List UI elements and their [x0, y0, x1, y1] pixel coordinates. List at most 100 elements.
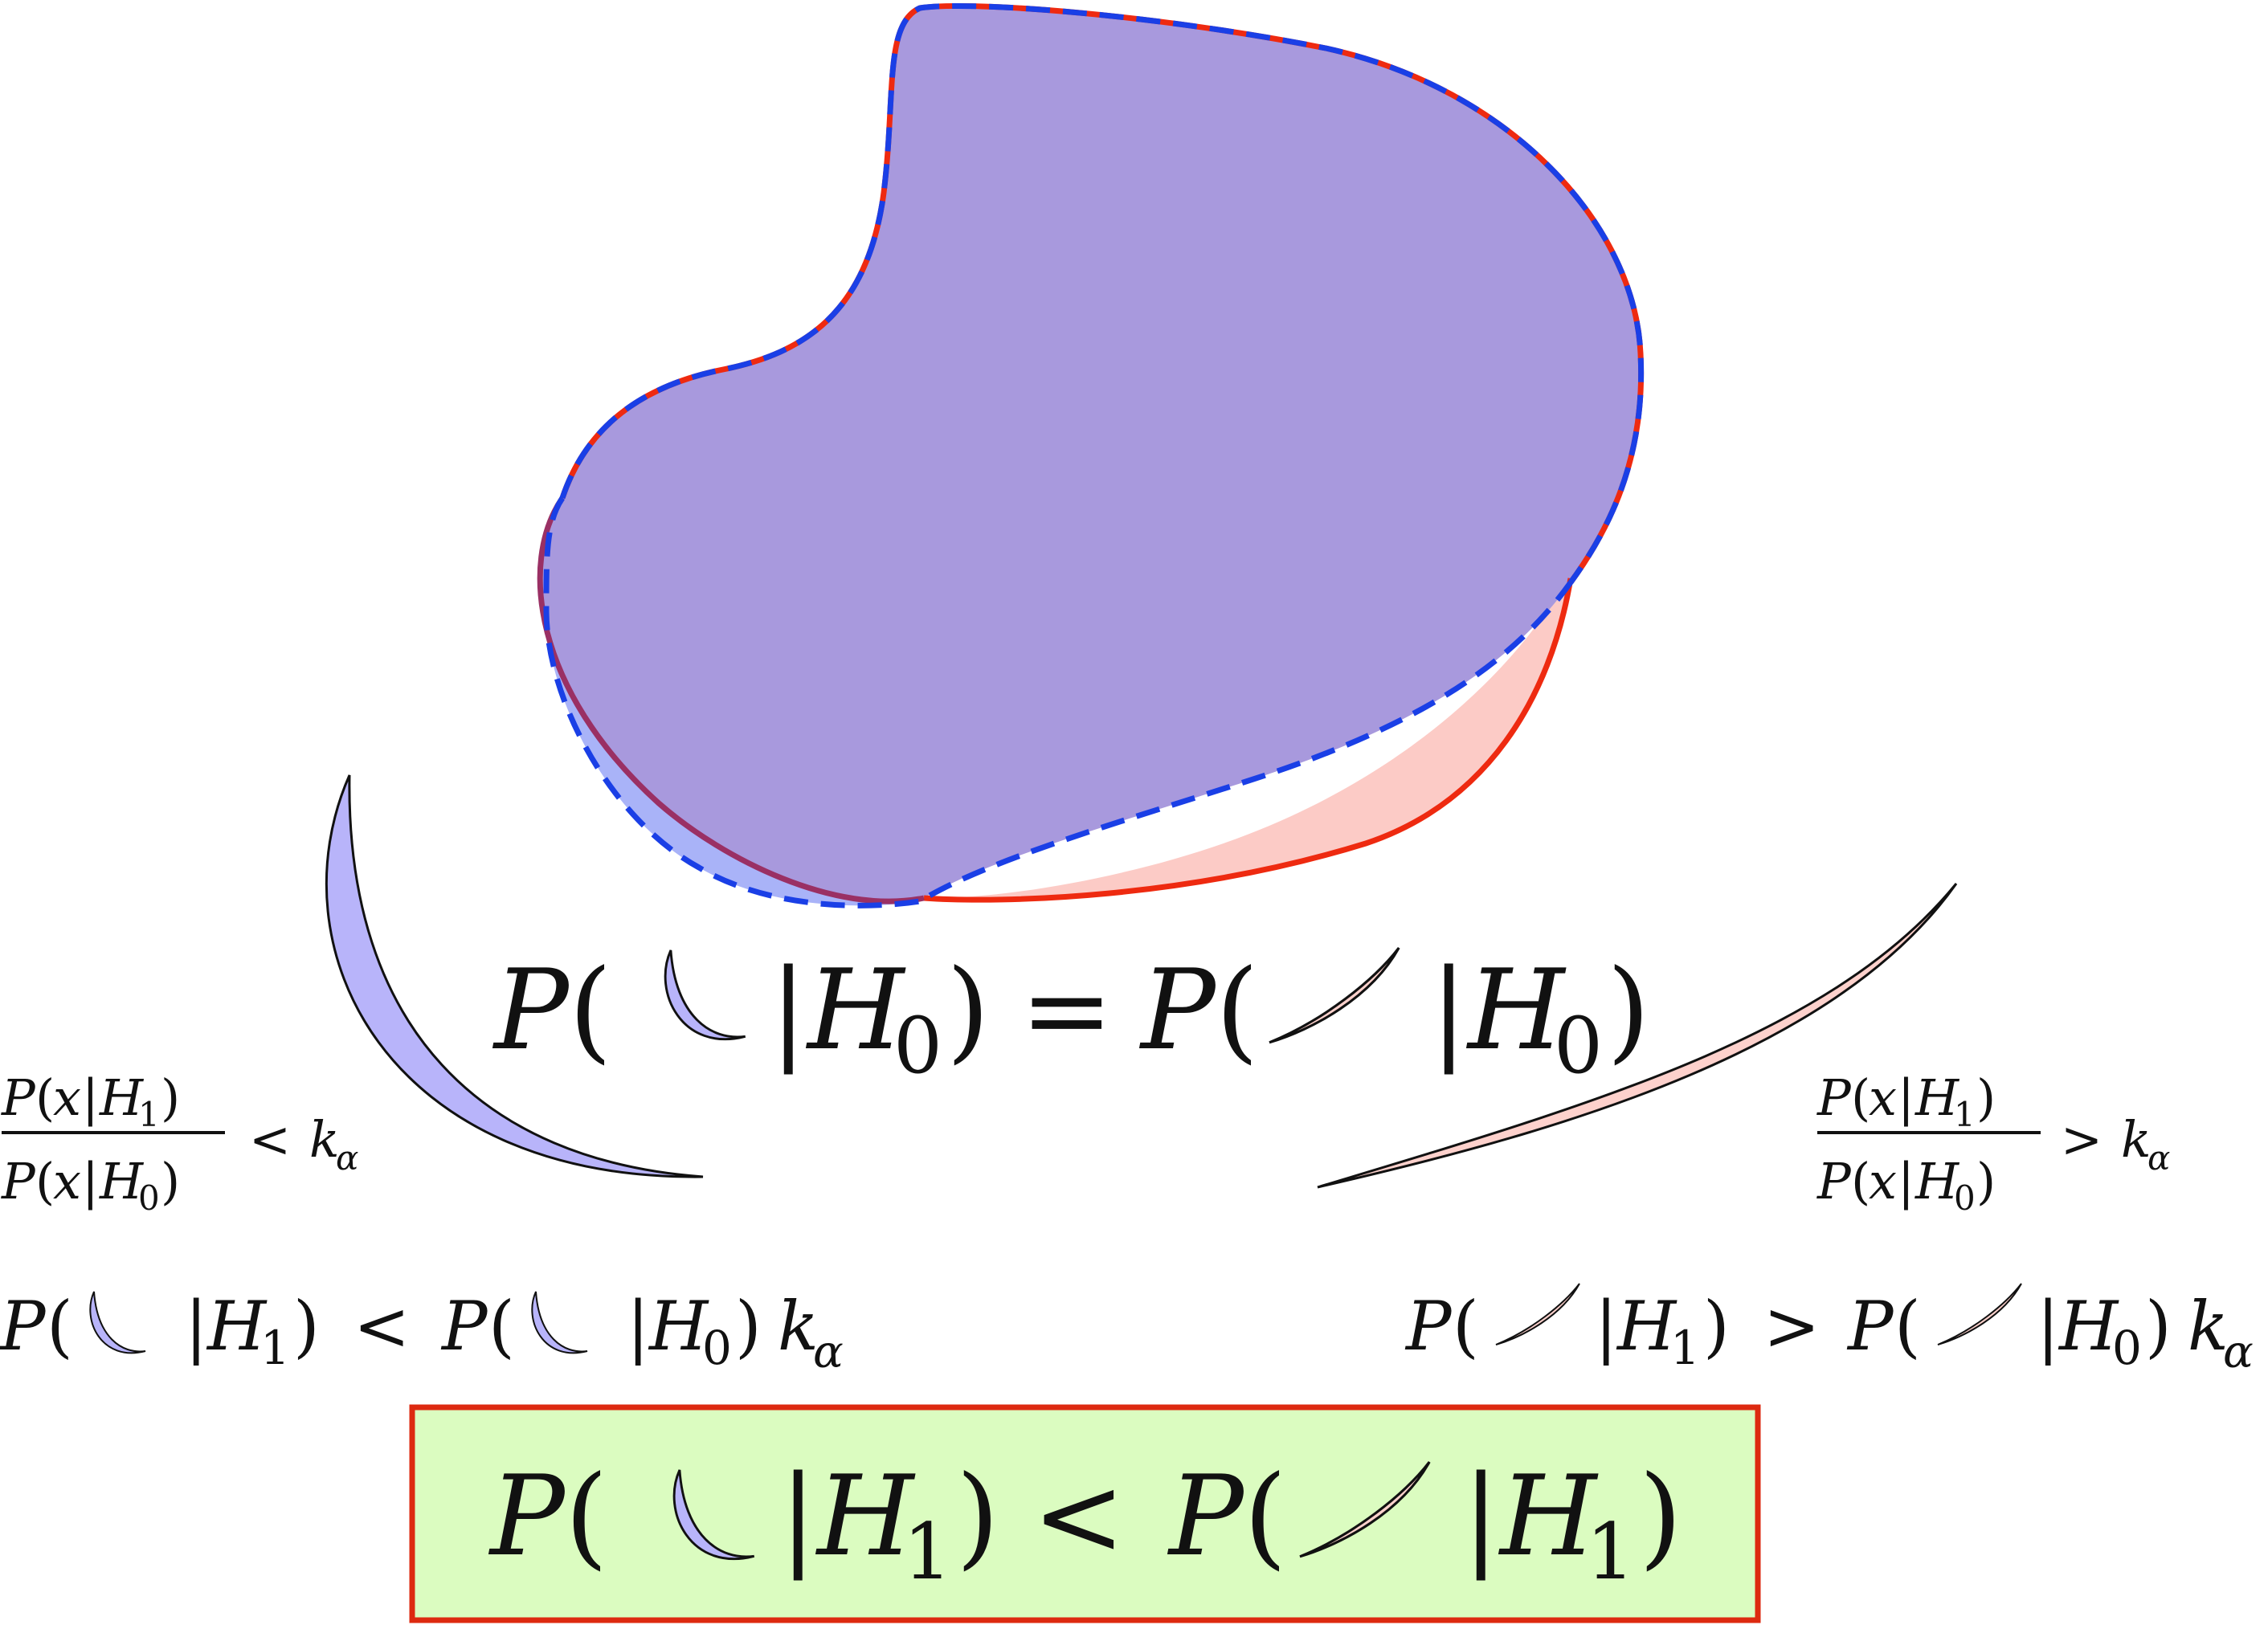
pink-crescent-icon: [1937, 1283, 2022, 1345]
result-box: [409, 1404, 1761, 1623]
svg-text:H: H: [1498, 1451, 1599, 1581]
svg-text:<: <: [1032, 1451, 1126, 1581]
red-region-boundary: [923, 578, 1574, 903]
svg-text:0: 0: [138, 1178, 160, 1218]
svg-text:x: x: [53, 1068, 81, 1127]
equation-result: P ( | H 1 ) < P ( | H 1 ): [488, 1451, 1682, 1597]
svg-text:): ): [1639, 1451, 1682, 1581]
svg-text:(: (: [1453, 1287, 1479, 1366]
svg-text:1: 1: [138, 1095, 160, 1134]
svg-text:P: P: [1167, 1451, 1245, 1581]
ratio-less-than: P ( x | H 1 ) P ( x | H 0 ) < k α: [1, 1068, 358, 1218]
svg-text:(: (: [1851, 1068, 1870, 1127]
svg-text:P: P: [492, 945, 570, 1075]
svg-text:0: 0: [1954, 1178, 1976, 1218]
svg-text:H: H: [805, 945, 906, 1075]
svg-text:k: k: [2188, 1287, 2229, 1366]
svg-text:|: |: [185, 1287, 207, 1366]
svg-text:=: =: [1020, 945, 1114, 1075]
pink-region-fill: [924, 570, 1571, 900]
svg-text:α: α: [2147, 1138, 2170, 1178]
svg-text:0: 0: [702, 1321, 732, 1375]
svg-text:k: k: [2121, 1110, 2152, 1169]
svg-text:1: 1: [1954, 1095, 1976, 1134]
svg-text:P: P: [488, 1451, 566, 1581]
svg-text:1: 1: [1586, 1507, 1635, 1597]
svg-text:α: α: [2223, 1326, 2254, 1378]
svg-text:(: (: [488, 1287, 515, 1366]
blue-crescent-icon: [89, 1291, 146, 1354]
svg-text:P: P: [1816, 1152, 1852, 1211]
pink-crescent-icon: [1268, 946, 1400, 1044]
svg-text:k: k: [778, 1287, 819, 1366]
svg-text:P: P: [1138, 945, 1217, 1075]
svg-text:|: |: [2037, 1287, 2059, 1366]
svg-text:H: H: [1915, 1068, 1960, 1127]
svg-text:): ): [1976, 1152, 1996, 1211]
svg-text:(: (: [1851, 1152, 1870, 1211]
svg-text:>: >: [1763, 1287, 1820, 1366]
svg-text:0: 0: [2112, 1321, 2142, 1375]
svg-text:>: >: [2061, 1110, 2102, 1169]
svg-text:): ): [293, 1287, 320, 1366]
svg-text:H: H: [99, 1152, 145, 1211]
svg-text:<: <: [353, 1287, 410, 1366]
svg-text:P: P: [0, 1287, 47, 1366]
pink-crescent-large: [1317, 883, 1958, 1189]
equation-null-equal: P ( | H 0 ) = P ( | H 0 ): [492, 945, 1650, 1091]
svg-text:|: |: [82, 1152, 99, 1211]
svg-text:P: P: [1404, 1287, 1453, 1366]
pink-crescent-icon: [1495, 1283, 1580, 1345]
svg-text:): ): [735, 1287, 762, 1366]
svg-text:): ): [1607, 945, 1650, 1075]
svg-text:k: k: [309, 1110, 340, 1169]
svg-text:(: (: [1894, 1287, 1921, 1366]
blue-crescent-icon: [531, 1291, 588, 1354]
svg-text:): ): [946, 945, 990, 1075]
blue-crescent-icon: [664, 949, 747, 1041]
svg-text:x: x: [1869, 1152, 1897, 1211]
svg-text:P: P: [1846, 1287, 1894, 1366]
svg-text:): ): [1976, 1068, 1996, 1127]
svg-text:α: α: [336, 1138, 358, 1178]
svg-text:|: |: [1462, 1451, 1500, 1581]
blue-dash-boundary: [559, 2, 1645, 585]
svg-text:(: (: [47, 1287, 73, 1366]
blue-lower-boundary: [543, 496, 1573, 908]
svg-text:): ): [2145, 1287, 2172, 1366]
svg-text:): ): [1703, 1287, 1730, 1366]
svg-text:P: P: [440, 1287, 488, 1366]
svg-text:<: <: [249, 1110, 291, 1169]
blue-crescent-large: [325, 774, 704, 1178]
svg-text:H: H: [1616, 1287, 1678, 1366]
svg-text:H: H: [1465, 945, 1567, 1075]
inequality-left: P ( | H 1 ) < P ( | H 0 ) k α: [0, 1287, 844, 1378]
svg-text:H: H: [1915, 1152, 1960, 1211]
svg-text:H: H: [206, 1287, 268, 1366]
svg-text:|: |: [779, 1451, 817, 1581]
svg-text:P: P: [1, 1068, 36, 1127]
svg-text:H: H: [99, 1068, 145, 1127]
svg-text:): ): [161, 1068, 180, 1127]
inequality-right: P ( | H 1 ) > P ( | H 0 ) k α: [1404, 1283, 2254, 1378]
svg-text:0: 0: [1554, 1001, 1603, 1091]
svg-text:1: 1: [1670, 1321, 1700, 1375]
svg-text:P: P: [1, 1152, 36, 1211]
svg-text:0: 0: [893, 1001, 942, 1091]
intersection-region-fill: [540, 6, 1641, 902]
svg-text:α: α: [813, 1326, 844, 1378]
svg-text:|: |: [1430, 945, 1468, 1075]
svg-text:|: |: [1898, 1152, 1915, 1211]
svg-text:1: 1: [903, 1507, 952, 1597]
ratio-greater-than: P ( x | H 1 ) P ( x | H 0 ) > k α: [1816, 1068, 2170, 1218]
svg-text:H: H: [815, 1451, 916, 1581]
svg-text:1: 1: [260, 1321, 290, 1375]
svg-text:(: (: [35, 1068, 55, 1127]
svg-text:(: (: [1244, 1451, 1287, 1581]
maroon-region-boundary: [537, 496, 925, 904]
svg-text:(: (: [565, 1451, 608, 1581]
svg-text:): ): [956, 1451, 999, 1581]
svg-text:|: |: [1595, 1287, 1617, 1366]
svg-text:): ): [161, 1152, 180, 1211]
